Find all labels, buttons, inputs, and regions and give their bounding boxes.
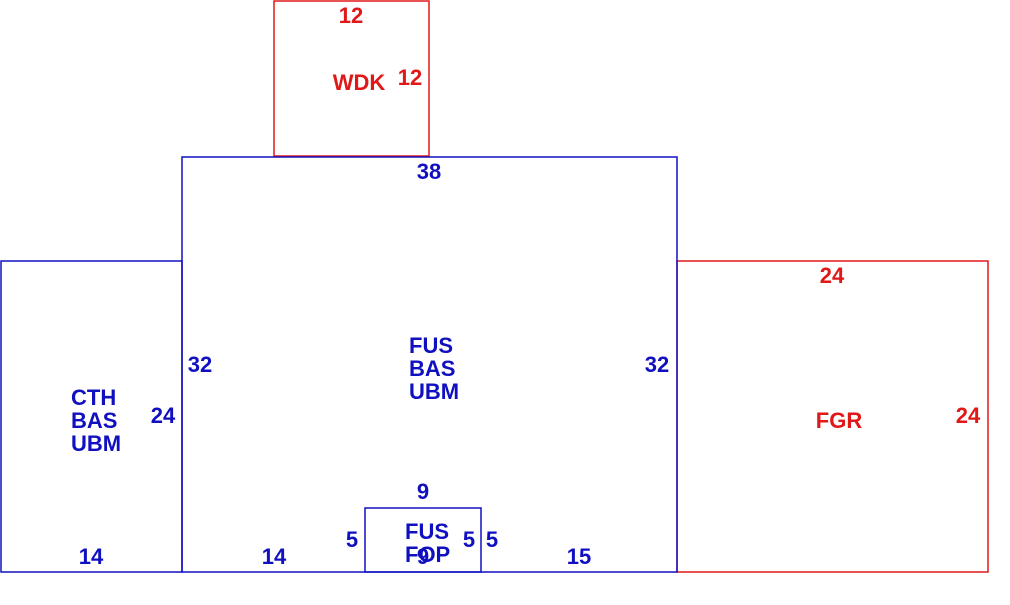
fus-bottom-right-dimension: 15 — [567, 544, 591, 569]
fus-area-label-line-3: UBM — [409, 379, 459, 404]
fgr-area-label: FGR — [816, 408, 863, 433]
cth-area-label-line-2: BAS — [71, 408, 117, 433]
fop-area-label-line-1: FUS — [405, 519, 449, 544]
cth-right-dimension: 24 — [151, 403, 176, 428]
fop-top-dimension: 9 — [417, 479, 429, 504]
wdk-outline — [273, 0, 430, 157]
wdk-area-label: WDK — [333, 70, 386, 95]
fgr-right-dimension: 24 — [956, 403, 981, 428]
wdk-right-dimension: 12 — [398, 65, 422, 90]
fus-right-dimension: 32 — [645, 352, 669, 377]
fop-inner-right-dimension: 5 — [463, 527, 475, 552]
fop-left-dimension: 5 — [346, 527, 358, 552]
fus-bottom-left-dimension: 14 — [262, 544, 287, 569]
fop-area-label-line-2: FOP — [405, 542, 450, 567]
wdk-top-dimension: 12 — [339, 3, 363, 28]
fus-area-label-line-2: BAS — [409, 356, 455, 381]
fop-bottom-dimension: 9 — [417, 544, 429, 569]
fus-left-dimension: 32 — [188, 352, 212, 377]
fgr-top-dimension: 24 — [820, 263, 845, 288]
fus-top-dimension: 38 — [417, 159, 441, 184]
fop-outer-right-dimension: 5 — [486, 527, 498, 552]
fus-area-label-line-1: FUS — [409, 333, 453, 358]
cth-area-label-line-1: CTH — [71, 385, 116, 410]
cth-area-label-line-3: UBM — [71, 431, 121, 456]
fop-outline — [364, 507, 482, 573]
cth-bottom-dimension: 14 — [79, 544, 104, 569]
